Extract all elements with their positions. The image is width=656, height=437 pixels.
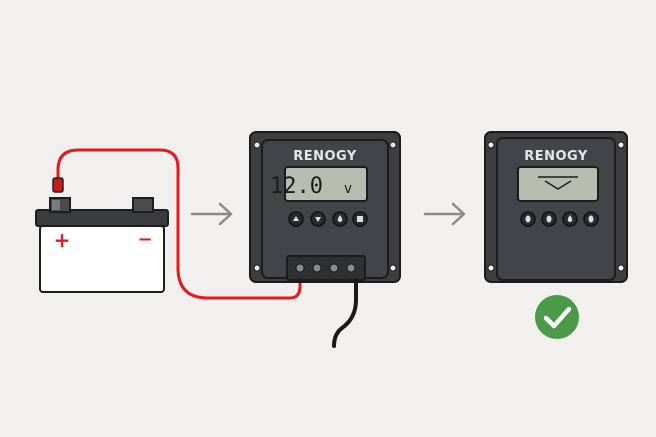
mount-hole xyxy=(487,264,495,272)
mount-hole xyxy=(253,141,261,149)
brand-logo: RENOGY xyxy=(293,149,357,164)
positive-symbol: + xyxy=(54,228,71,252)
controller-buttons xyxy=(520,211,599,227)
square-stop-icon xyxy=(357,216,363,222)
mount-hole xyxy=(389,264,397,272)
chevron-down-icon xyxy=(538,176,578,190)
drop-icon xyxy=(337,215,343,222)
button-4[interactable] xyxy=(583,211,599,227)
right-arrow-icon xyxy=(423,202,466,226)
negative-symbol: − xyxy=(137,229,152,250)
brand-logo: RENOGY xyxy=(524,149,588,164)
right-arrow-icon xyxy=(190,202,233,226)
drop-button[interactable] xyxy=(332,211,348,227)
dot-icon xyxy=(546,215,552,223)
drop-icon xyxy=(567,215,573,222)
button-3[interactable] xyxy=(562,211,578,227)
down-arrow-icon xyxy=(315,217,321,222)
terminal-block xyxy=(286,255,366,281)
controller-off: RENOGY xyxy=(484,131,628,283)
dot-icon xyxy=(588,215,594,223)
up-arrow-icon xyxy=(293,216,299,221)
lcd-screen xyxy=(284,166,368,202)
battery-terminal-negative xyxy=(132,197,154,213)
controller-on: RENOGY 12.0 v xyxy=(249,131,401,348)
button-1[interactable] xyxy=(520,211,536,227)
button-2[interactable] xyxy=(541,211,557,227)
mount-hole xyxy=(617,264,625,272)
wire-connector xyxy=(52,177,64,193)
terminal-screws xyxy=(295,263,356,273)
controller-buttons xyxy=(288,211,368,227)
battery: + − xyxy=(35,148,302,300)
mount-hole xyxy=(253,264,261,272)
check-circle-icon xyxy=(535,295,579,339)
mount-hole xyxy=(487,141,495,149)
lcd-screen xyxy=(517,166,599,202)
stop-button[interactable] xyxy=(352,211,368,227)
mount-hole xyxy=(617,141,625,149)
black-cable xyxy=(332,278,358,348)
up-button[interactable] xyxy=(288,211,304,227)
lcd-value: 12.0 xyxy=(270,174,323,199)
lcd-unit: v xyxy=(344,181,352,197)
down-button[interactable] xyxy=(310,211,326,227)
battery-body xyxy=(39,225,165,293)
positive-wire xyxy=(56,148,302,300)
dot-icon xyxy=(525,215,531,223)
mount-hole xyxy=(389,141,397,149)
